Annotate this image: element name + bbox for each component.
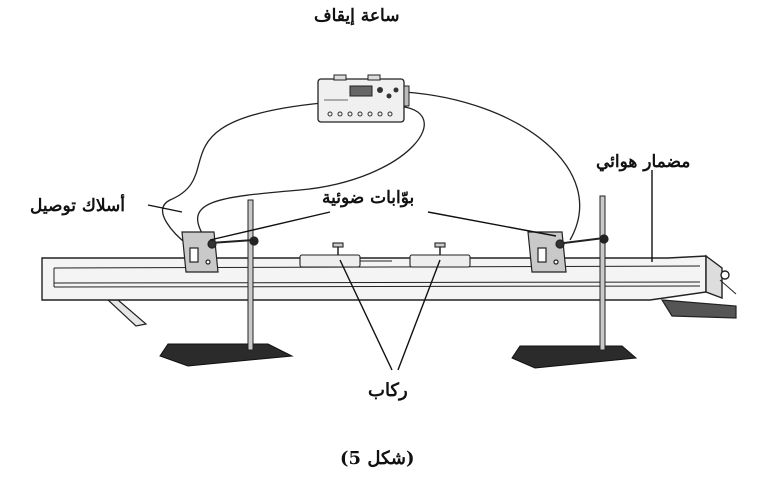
stopwatch-device <box>317 74 410 123</box>
photo-gates-label: بوّابات ضوئية <box>322 188 415 208</box>
figure-caption: (شكل 5) <box>340 448 415 469</box>
stand-rods <box>247 195 606 351</box>
air-track <box>41 254 737 301</box>
stopwatch-label: ساعة إيقاف <box>314 6 400 26</box>
leader-lines <box>147 170 653 371</box>
air-track-label: مضمار هوائي <box>596 152 691 172</box>
connecting-wires <box>162 91 581 246</box>
track-supports <box>106 299 737 327</box>
riders-label: ركاب <box>368 380 408 401</box>
photo-gate-right <box>527 231 609 273</box>
stand-bases <box>159 343 638 369</box>
photo-gate-left <box>181 231 259 273</box>
wires-label: أسلاك توصيل <box>30 196 125 216</box>
